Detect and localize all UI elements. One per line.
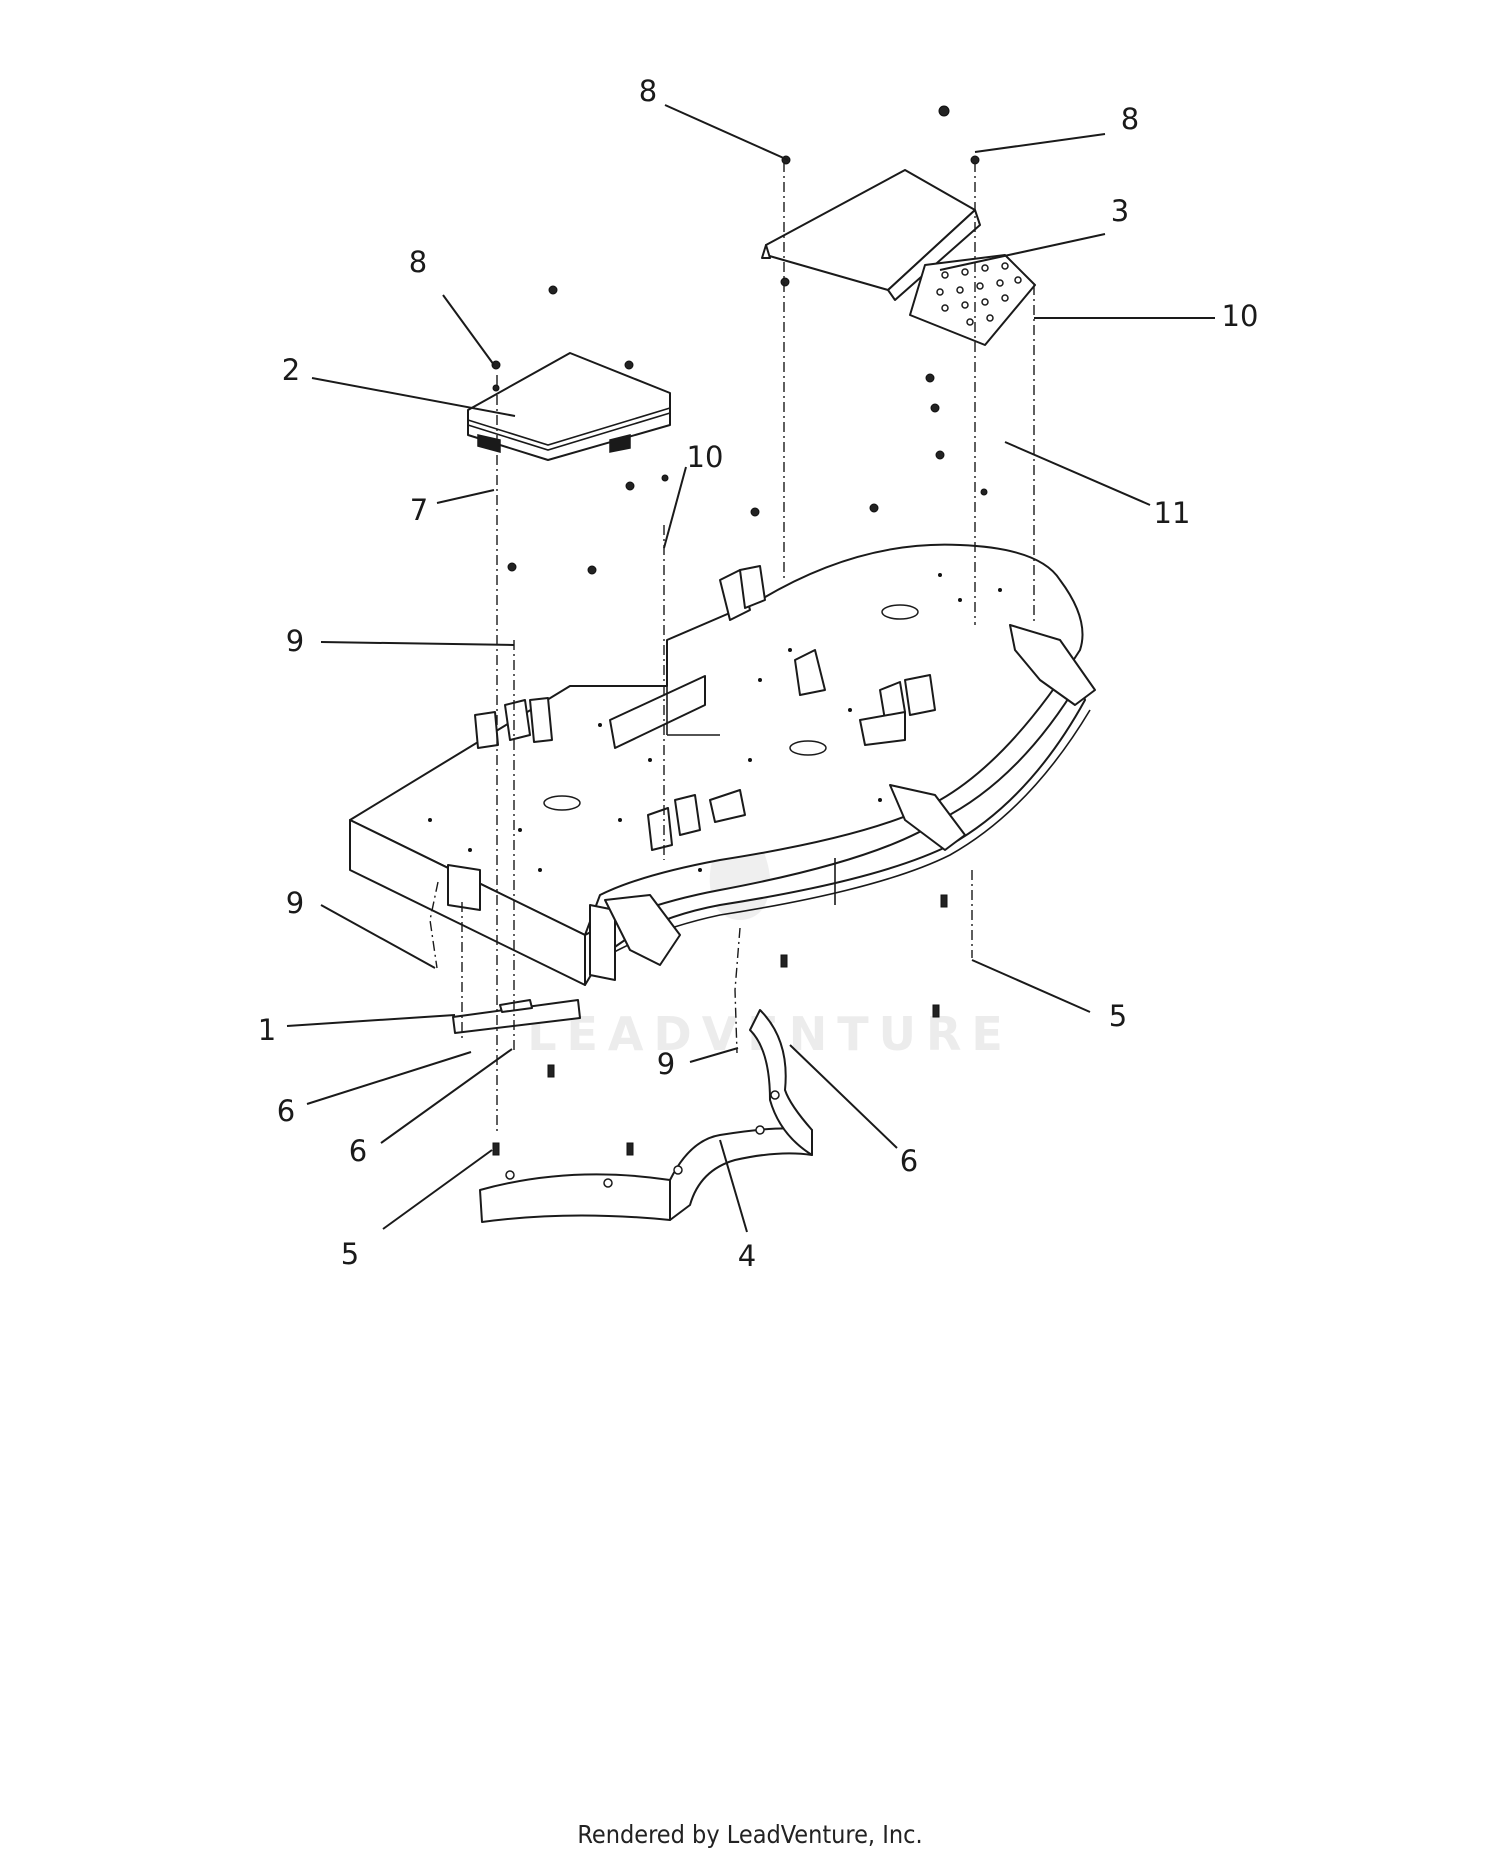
part-1-bracket bbox=[452, 999, 581, 1034]
callout-7: 7 bbox=[410, 493, 428, 527]
part-2-cover bbox=[467, 352, 671, 461]
callout-1: 1 bbox=[258, 1013, 276, 1047]
part-4-baffle bbox=[479, 1009, 813, 1223]
callout-3: 3 bbox=[1111, 194, 1129, 228]
callout-10-center: 10 bbox=[687, 440, 724, 474]
hardware bbox=[491, 105, 988, 1156]
callout-4: 4 bbox=[738, 1239, 756, 1273]
leader-lines bbox=[286, 104, 1215, 1233]
callout-9-upper: 9 bbox=[286, 624, 304, 658]
callout-8-left: 8 bbox=[409, 245, 427, 279]
deck-holes bbox=[428, 573, 1002, 872]
callout-5-left: 5 bbox=[341, 1237, 359, 1271]
callout-8-top-left: 8 bbox=[639, 74, 657, 108]
callout-11: 11 bbox=[1154, 496, 1191, 530]
mower-deck bbox=[349, 543, 1096, 986]
callout-6-right: 6 bbox=[900, 1144, 918, 1178]
callout-5-right: 5 bbox=[1109, 999, 1127, 1033]
callout-6-center: 6 bbox=[349, 1134, 367, 1168]
callout-9-center: 9 bbox=[657, 1047, 675, 1081]
callout-9-lower-left: 9 bbox=[286, 886, 304, 920]
part-3-shield bbox=[761, 169, 1036, 346]
callout-labels: 8 8 3 10 11 8 2 7 10 9 9 1 6 6 5 9 6 4 5 bbox=[258, 74, 1259, 1273]
callout-2: 2 bbox=[282, 353, 300, 387]
callout-8-top-right: 8 bbox=[1121, 102, 1139, 136]
callout-10-right: 10 bbox=[1222, 299, 1259, 333]
render-credit: Rendered by LeadVenture, Inc. bbox=[577, 1820, 923, 1849]
perforation-holes bbox=[936, 262, 1022, 326]
callout-6-left: 6 bbox=[277, 1094, 295, 1128]
